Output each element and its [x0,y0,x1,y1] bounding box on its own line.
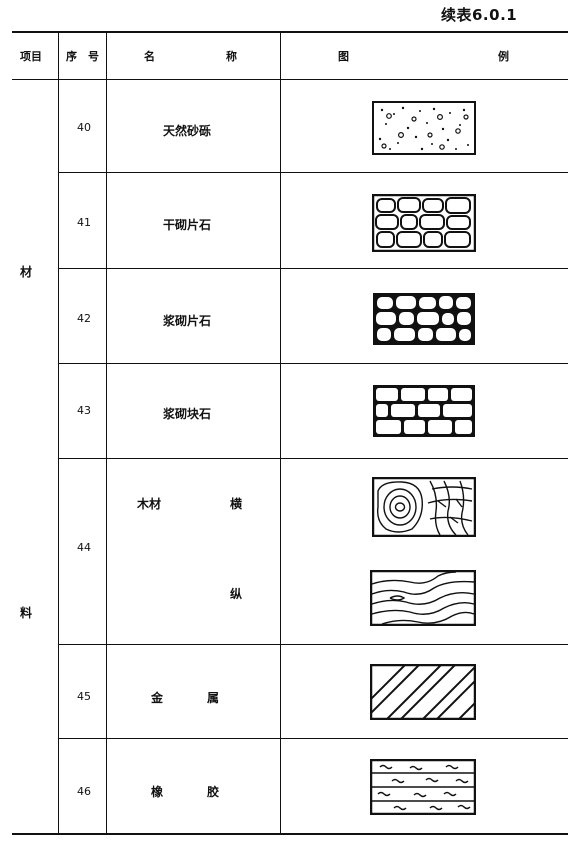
category-char-2: 料 [20,606,33,620]
row-rule [58,172,568,173]
row-name: 金 [151,691,164,705]
row-number: 42 [77,312,91,325]
column-rule-2 [106,31,107,834]
bottom-rule [12,833,568,835]
row-name: 干砌片石 [163,218,212,232]
row-rule [58,363,568,364]
header-number-1: 序 [66,50,77,63]
header-category: 项目 [20,50,42,63]
row-rule [58,458,568,459]
column-rule-3 [280,31,281,834]
column-rule-1 [58,31,59,834]
row-name: 胶 [207,785,220,799]
row-name: 浆砌块石 [163,407,212,421]
row-number: 40 [77,121,91,134]
row-name: 木材 [137,497,162,511]
row-number: 41 [77,216,91,229]
row-name: 浆砌片石 [163,314,212,328]
header-name-1: 名 [144,50,155,63]
top-rule [12,31,568,33]
row-rule [58,738,568,739]
row-rule [58,644,568,645]
row-number: 43 [77,404,91,417]
header-number-2: 号 [88,50,99,63]
mortar-rubble-icon [372,292,476,346]
row-rule [58,268,568,269]
row-name: 横 [230,497,243,511]
rubble-stone-icon [372,194,476,252]
row-name: 橡 [151,785,164,799]
wood-end-grain-icon [372,477,476,537]
row-name: 纵 [230,587,243,601]
row-number: 45 [77,690,91,703]
dot-pattern-icon [372,101,476,155]
header-legend-1: 图 [338,50,349,63]
brick-block-icon [372,384,476,438]
rubber-layers-icon [370,759,476,815]
row-name: 天然砂砾 [163,124,212,138]
header-legend-2: 例 [498,50,509,63]
wood-grain-icon [370,570,476,626]
row-number: 46 [77,785,91,798]
table-caption: 续表6.0.1 [441,6,518,24]
category-char-1: 材 [20,265,33,279]
diagonal-hatch-icon [370,664,476,720]
header-rule [12,79,568,80]
row-number: 44 [77,541,91,554]
row-name: 属 [207,691,220,705]
header-name-2: 称 [226,50,237,63]
